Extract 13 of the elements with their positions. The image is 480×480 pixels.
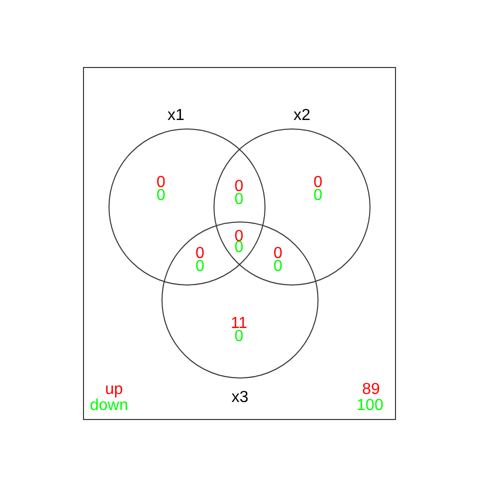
- set-label: x1: [168, 108, 184, 124]
- count-label: 0: [234, 329, 244, 345]
- legend-label: down: [90, 398, 128, 414]
- count-label: 0: [274, 259, 282, 275]
- count-label: 0: [196, 259, 204, 275]
- count-label: 0: [234, 192, 244, 208]
- count-label: 0: [314, 188, 322, 204]
- count-label: 89: [362, 382, 380, 398]
- set-label: x3: [232, 390, 248, 406]
- count-label: 0: [156, 188, 166, 204]
- count-label: 100: [356, 398, 384, 414]
- legend-label: up: [105, 382, 123, 398]
- set-label: x2: [294, 108, 310, 124]
